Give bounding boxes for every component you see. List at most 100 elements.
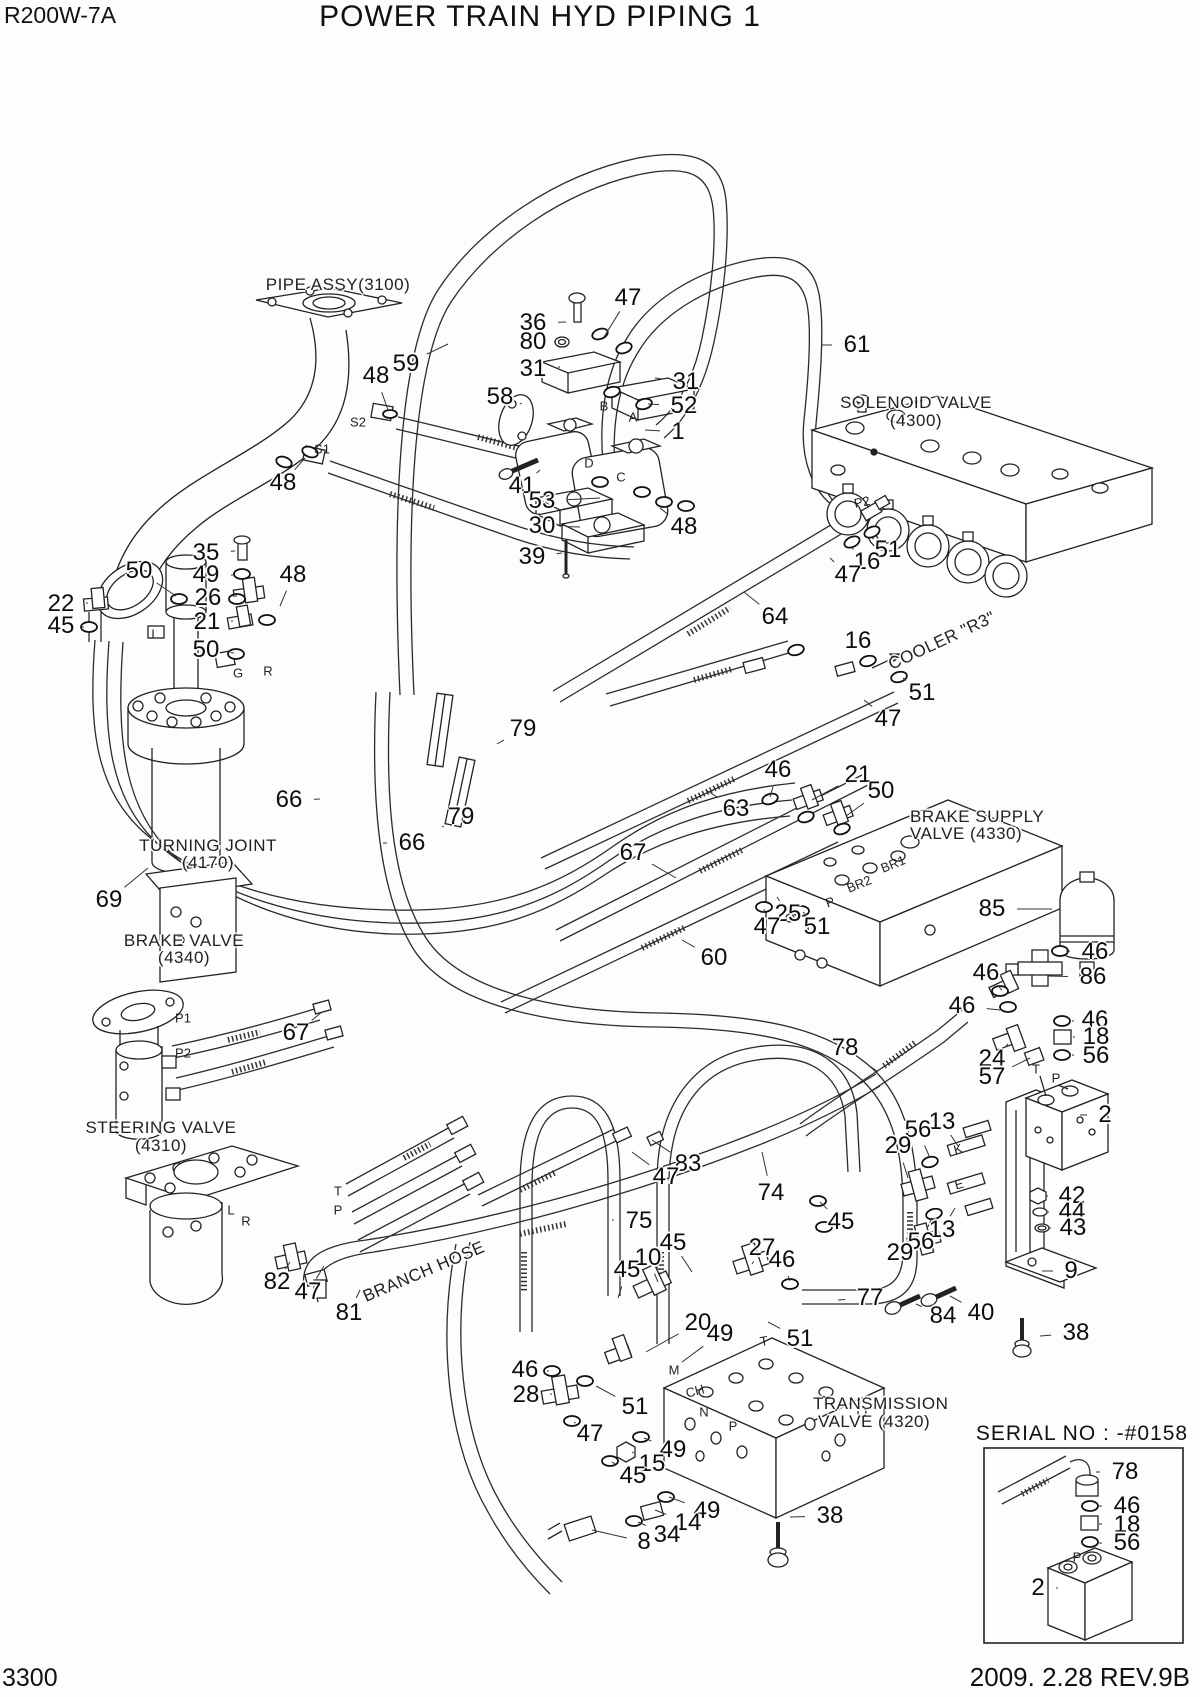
port-label-p: P	[333, 1202, 343, 1218]
component-label: VALVE (4320)	[818, 1412, 931, 1431]
callout-46: 46	[972, 959, 1000, 986]
callout-39: 39	[518, 543, 546, 570]
port-label-ch: CH	[683, 1381, 707, 1401]
callout-47: 47	[576, 1420, 604, 1447]
callout-49: 49	[192, 561, 220, 588]
callout-2: 2	[1031, 1574, 1045, 1601]
port-label-t: T	[758, 1332, 770, 1350]
callout-46: 46	[1113, 1492, 1141, 1519]
callout-51: 51	[874, 536, 902, 563]
callout-50: 50	[192, 636, 220, 663]
port-label-g: G	[232, 665, 244, 681]
callout-74: 74	[757, 1179, 785, 1206]
component-label: COOLER "R3"	[885, 607, 999, 674]
component-label: (4340)	[157, 948, 211, 967]
callout-86: 86	[1079, 963, 1107, 990]
callout-49: 49	[693, 1497, 721, 1524]
callout-46: 46	[948, 992, 976, 1019]
callout-51: 51	[621, 1393, 649, 1420]
component-label: TRANSMISSION	[813, 1394, 949, 1413]
callout-49: 49	[659, 1436, 687, 1463]
callout-22: 22	[47, 590, 75, 617]
callout-67: 67	[282, 1019, 310, 1046]
callout-84: 84	[929, 1302, 957, 1329]
callout-14: 14	[674, 1509, 702, 1536]
callout-2: 2	[1098, 1101, 1112, 1128]
component-label: BRANCH HOSE	[360, 1237, 488, 1306]
brake-valve	[92, 989, 184, 1140]
callout-51: 51	[803, 913, 831, 940]
callout-56: 56	[904, 1116, 932, 1143]
callout-31: 31	[519, 355, 547, 382]
callout-51: 51	[786, 1325, 814, 1352]
callout-69: 69	[95, 886, 123, 913]
callout-45: 45	[613, 1256, 641, 1283]
callout-61: 61	[843, 331, 871, 358]
callout-16: 16	[844, 627, 872, 654]
callout-48: 48	[362, 362, 390, 389]
port-label-br2: BR2	[844, 872, 874, 896]
steering-valve	[123, 1145, 301, 1305]
callout-45: 45	[827, 1208, 855, 1235]
callout-47: 47	[874, 705, 902, 732]
callout-45: 45	[659, 1229, 687, 1256]
callout-21: 21	[193, 608, 221, 635]
callout-46: 46	[511, 1356, 539, 1383]
callout-30: 30	[528, 512, 556, 539]
component-label: VALVE (4330)	[910, 824, 1023, 843]
callout-47: 47	[614, 284, 642, 311]
port-label-p: P	[1051, 1070, 1061, 1086]
port-label-d: D	[584, 455, 594, 471]
callout-56: 56	[1113, 1529, 1141, 1556]
port-label-p: P	[728, 1418, 738, 1434]
callout-38: 38	[816, 1502, 844, 1529]
component-label: BRAKE SUPPLY	[910, 807, 1045, 826]
serial-box-frame	[983, 1447, 1184, 1644]
callout-44: 44	[1058, 1198, 1086, 1225]
callout-46: 46	[768, 1246, 796, 1273]
hose-clamps	[426, 692, 476, 828]
callout-45: 45	[47, 612, 75, 639]
callout-34: 34	[653, 1521, 681, 1548]
port-label-a: A	[628, 409, 638, 425]
callout-16: 16	[853, 548, 881, 575]
port-label-p2: P2	[852, 493, 872, 511]
port-label-r: R	[241, 1213, 251, 1229]
callout-29: 29	[886, 1239, 914, 1266]
port-label-r: R	[263, 663, 273, 679]
callout-43: 43	[1059, 1214, 1087, 1241]
callout-49: 49	[706, 1320, 734, 1347]
callout-80: 80	[519, 328, 547, 355]
callout-18: 18	[1082, 1023, 1110, 1050]
callout-75: 75	[625, 1207, 653, 1234]
component-label: STEERING VALVE	[85, 1118, 237, 1137]
callout-50: 50	[867, 777, 895, 804]
port-label-p2: P2	[175, 1045, 191, 1061]
callout-53: 53	[528, 487, 556, 514]
callout-29: 29	[884, 1132, 912, 1159]
port-label-t: T	[334, 1183, 342, 1199]
callout-13: 13	[928, 1216, 956, 1243]
callout-79: 79	[509, 715, 537, 742]
callout-56: 56	[907, 1228, 935, 1255]
transmission-valve	[662, 1337, 886, 1568]
port-label-b: B	[599, 398, 609, 414]
port-label-p: P	[823, 893, 837, 911]
port-label-c: C	[616, 469, 626, 485]
solenoid-valve	[809, 394, 1155, 598]
callout-48: 48	[279, 561, 307, 588]
fittings	[82, 494, 1072, 1542]
port-label-n: N	[699, 1404, 709, 1420]
callout-51: 51	[908, 679, 936, 706]
callout-10: 10	[634, 1244, 662, 1271]
component-label: (4300)	[889, 411, 943, 430]
callout-57: 57	[978, 1063, 1006, 1090]
callout-28: 28	[512, 1381, 540, 1408]
callout-56: 56	[1082, 1042, 1110, 1069]
port-label-e: E	[952, 1175, 966, 1193]
callout-25: 25	[774, 900, 802, 927]
revision-date: 2009. 2.28 REV.9B	[969, 1662, 1190, 1692]
port-label-k: K	[951, 1140, 965, 1158]
